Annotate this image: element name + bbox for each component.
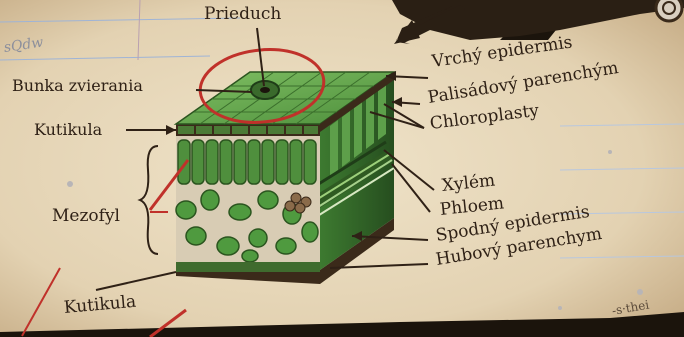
label-bunka-zvierania: Bunka zvierania <box>12 76 143 95</box>
label-kutikula-upper: Kutikula <box>34 120 102 139</box>
label-mezofyl: Mezofyl <box>52 206 120 226</box>
upper-epidermis-cells <box>178 126 318 134</box>
label-prieduch: Prieduch <box>204 4 281 24</box>
lower-epidermis-front <box>176 262 320 272</box>
round-badge <box>656 0 682 21</box>
